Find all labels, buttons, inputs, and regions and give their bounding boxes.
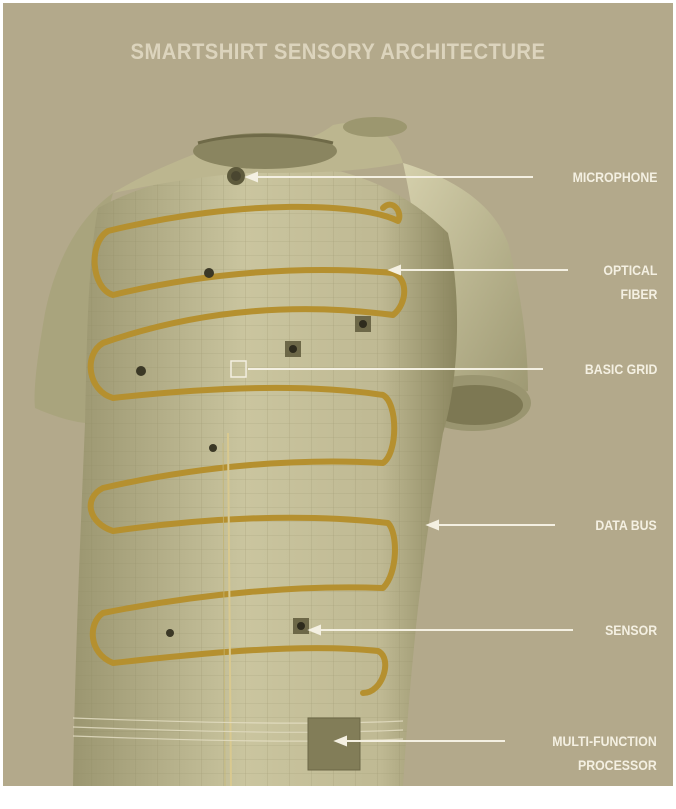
label-processor-line2: PROCESSOR [553, 753, 657, 777]
label-basic-grid-text: BASIC GRID [584, 357, 657, 381]
label-basic-grid: BASIC GRID [584, 357, 657, 381]
label-data-bus-text: DATA BUS [596, 513, 657, 537]
diagram-title: SMARTSHIRT SENSORY ARCHITECTURE [30, 39, 646, 65]
smartshirt-illustration [3, 3, 673, 786]
label-sensor-text: SENSOR [605, 618, 657, 642]
diagram-canvas: SMARTSHIRT SENSORY ARCHITECTURE MICROPHO… [3, 3, 673, 786]
label-microphone: MICROPHONE [572, 165, 657, 189]
label-optical-fiber: OPTICAL FIBER [603, 258, 657, 306]
processor-element [308, 718, 360, 770]
label-optical-fiber-line2: FIBER [603, 282, 657, 306]
label-data-bus: DATA BUS [596, 513, 657, 537]
label-sensor: SENSOR [605, 618, 657, 642]
label-processor-line1: MULTI-FUNCTION [553, 729, 657, 753]
label-processor: MULTI-FUNCTION PROCESSOR [553, 729, 657, 777]
label-optical-fiber-line1: OPTICAL [603, 258, 657, 282]
label-microphone-text: MICROPHONE [572, 165, 657, 189]
